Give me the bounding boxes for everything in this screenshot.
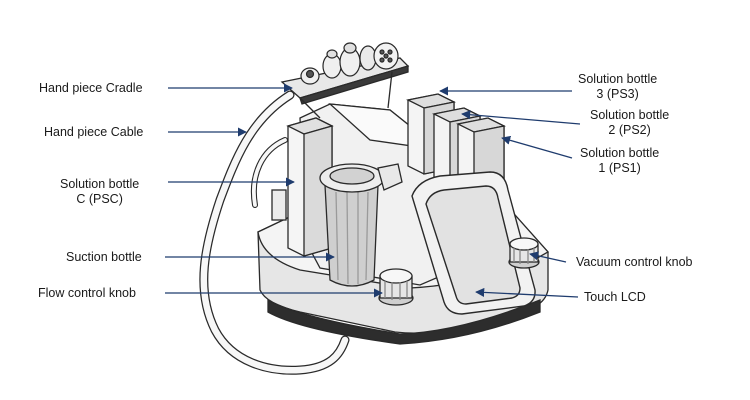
label-flow-control-knob: Flow control knob	[38, 286, 136, 300]
label-vacuum-control-knob: Vacuum control knob	[576, 255, 693, 269]
handpiece-cable	[199, 90, 350, 375]
leader-solution-bottle-ps2	[461, 110, 581, 125]
touch-lcd-panel	[411, 171, 536, 315]
label-touch-lcd: Touch LCD	[584, 290, 646, 304]
leader-lines	[165, 83, 581, 298]
handpiece-tips	[300, 42, 399, 85]
label-solution-bottle-ps1: Solution bottle 1 (PS1)	[580, 146, 660, 175]
vacuum-control-knob	[508, 237, 540, 269]
suction-bottle	[319, 163, 403, 287]
leader-solution-bottle-ps1	[501, 135, 573, 159]
label-solution-bottle-ps3: Solution bottle 3 (PS3)	[578, 72, 658, 101]
label-solution-bottle-ps2: Solution bottle 2 (PS2)	[590, 108, 670, 137]
label-handpiece-cable: Hand piece Cable	[44, 125, 144, 139]
leader-touch-lcd	[475, 287, 579, 298]
label-suction-bottle: Suction bottle	[66, 250, 142, 264]
label-solution-bottle-psc: Solution bottle C (PSC)	[60, 177, 140, 206]
flow-control-knob	[378, 268, 414, 306]
leader-vacuum-control-knob	[529, 251, 567, 263]
handpiece-cradle	[280, 57, 410, 119]
label-handpiece-cradle: Hand piece Cradle	[39, 81, 143, 95]
solution-bottle-psc	[271, 117, 334, 257]
